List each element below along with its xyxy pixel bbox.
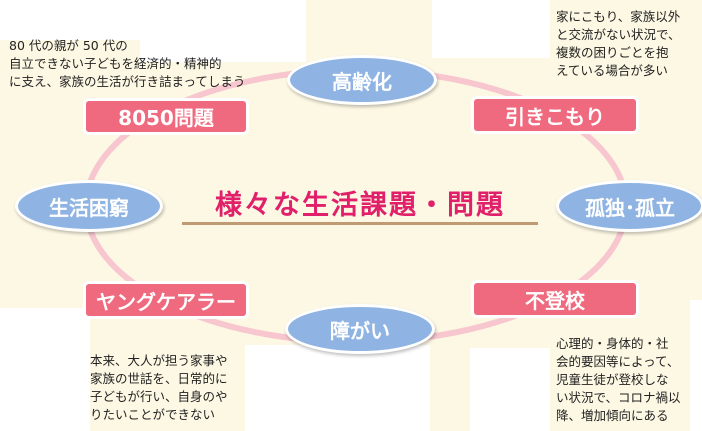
issue-isolation: 孤独･孤立 [556,180,702,232]
issue-poverty: 生活困窮 [15,180,163,232]
white-patch [432,0,550,58]
white-patch [140,0,306,62]
issue-truancy: 不登校 [474,283,636,315]
note-withdrawal: 家にこもり、家族以外 と交流がない状況で、 複数の困りごとを抱 えている場合が多… [556,9,681,78]
issue-young-carer: ヤングケアラー [86,284,246,316]
issue-withdrawal: 引きこもり [474,99,636,131]
white-patch [0,308,90,431]
issue-disability: 障がい [285,304,435,354]
white-patch [245,345,430,431]
issue-8050-problem: 8050問題 [86,101,246,132]
note-truancy: 心理的・身体的・社 会的要因等によって、 児童生徒が登校しな い状況で、コロナ禍… [556,336,681,423]
issue-elderly: 高齢化 [287,55,437,105]
white-patch [470,348,550,431]
white-patch [0,0,140,40]
center-title: 様々な生活課題・問題 [215,190,505,221]
white-patch [690,300,702,431]
title-underline [182,222,538,225]
note-8050-problem: 80 代の親が 50 代の 自立できない子どもを経済的・精神的 に支え、家族の生… [9,38,246,89]
note-young-carer: 本来、大人が担う家事や 家族の世話を、日常的に 子どもが行い、自身のや りたいこ… [90,353,228,422]
